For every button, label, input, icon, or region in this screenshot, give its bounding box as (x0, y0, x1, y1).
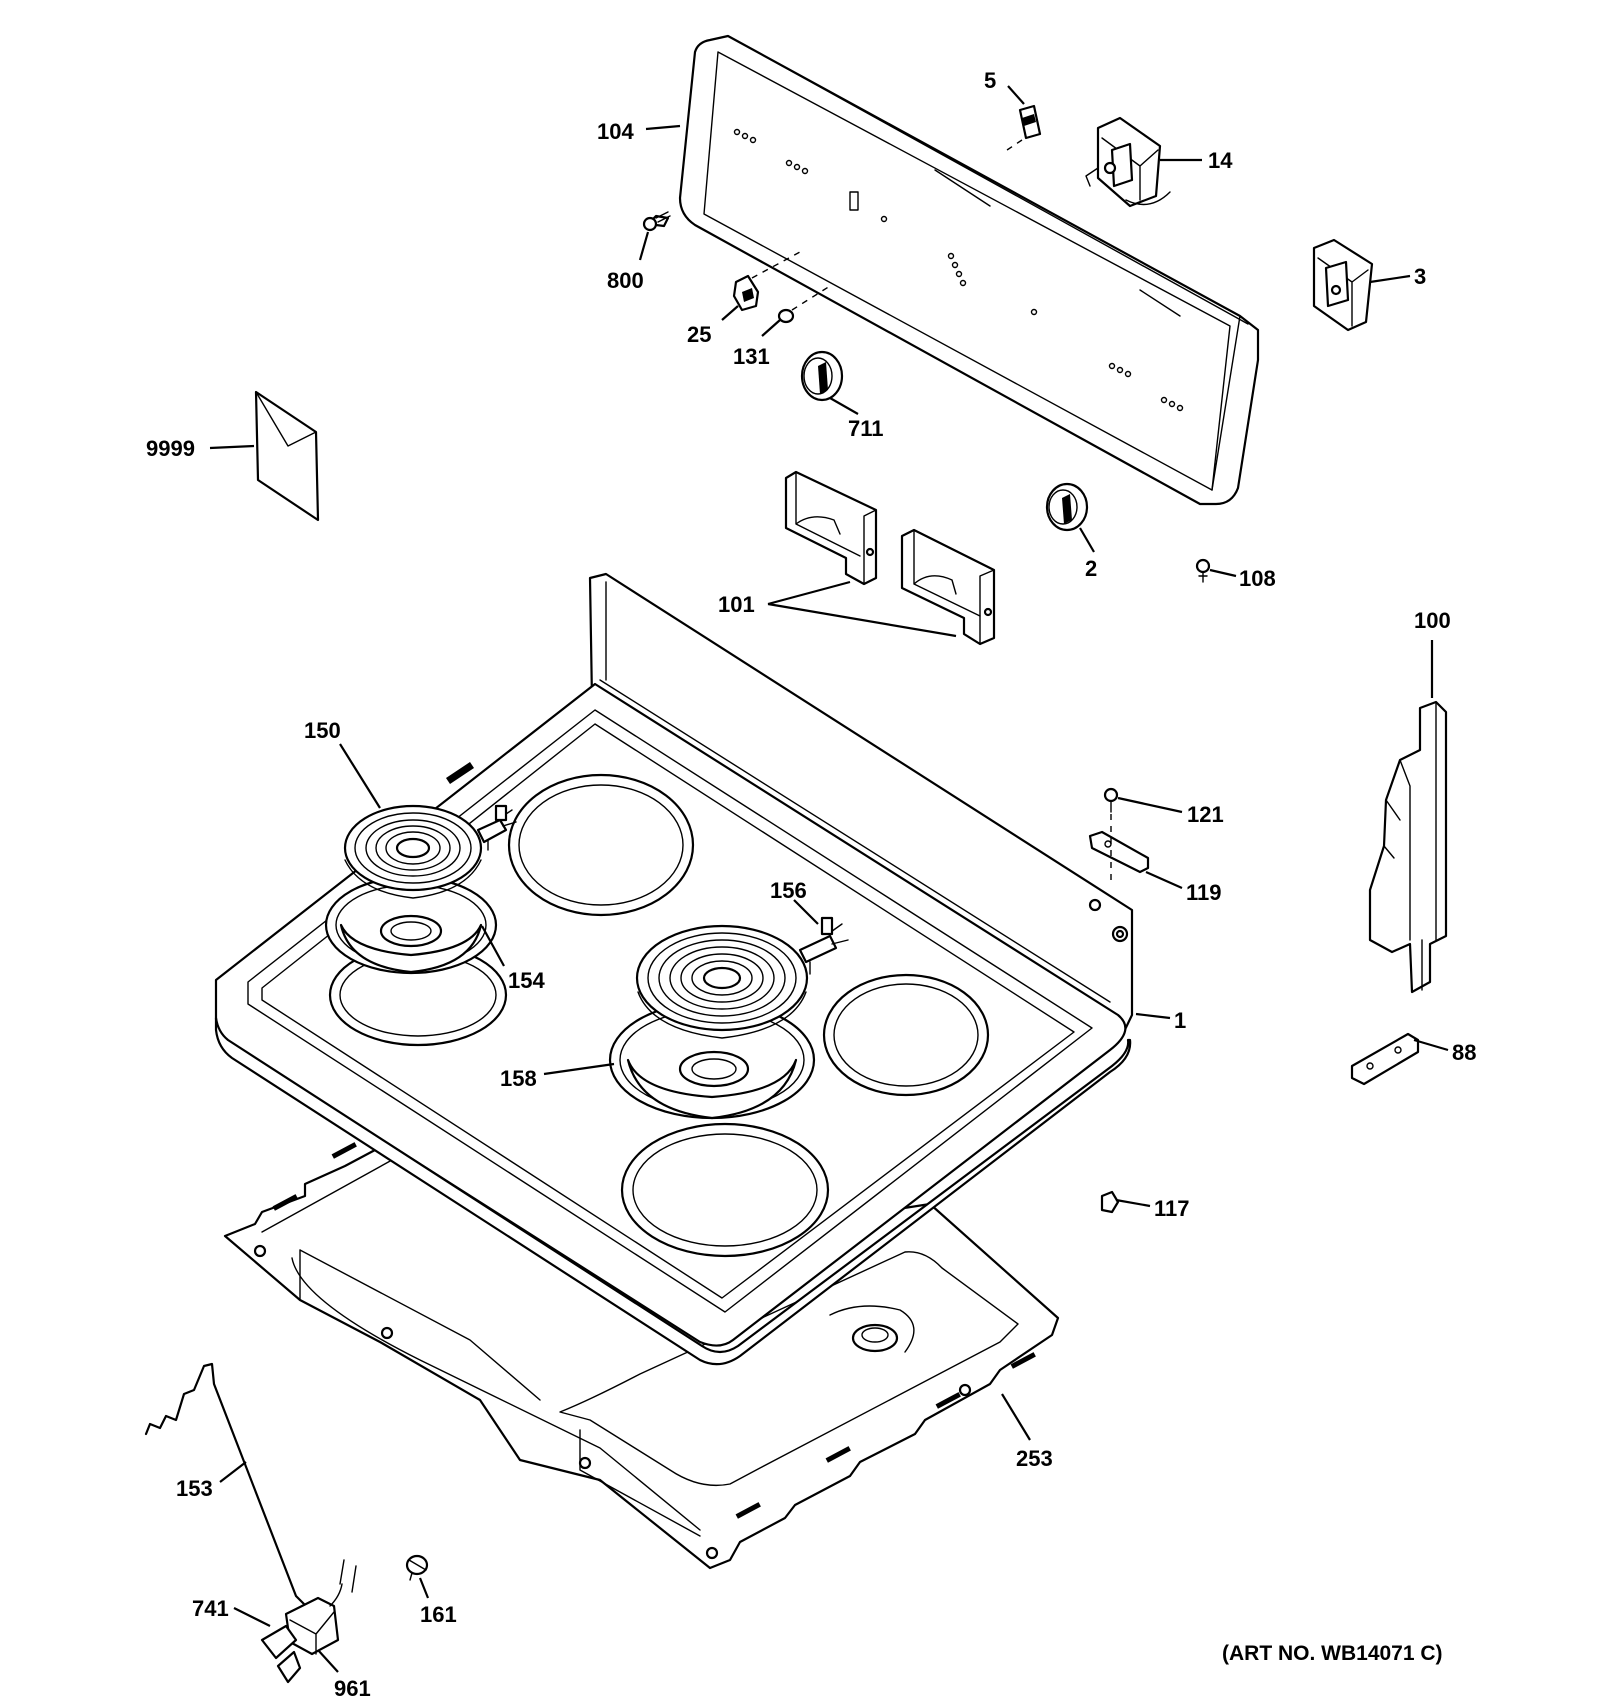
drip-bowl-small-part-154 (324, 875, 498, 975)
surface-element-small-part-150 (343, 804, 517, 899)
infinite-switch-part-14 (1085, 116, 1171, 208)
callout-25: 25 (687, 322, 711, 347)
callout-150: 150 (304, 718, 341, 743)
callout-1: 1 (1174, 1008, 1186, 1033)
drip-bowl-large-part-158 (608, 1000, 816, 1120)
infinite-switch-part-3 (1312, 238, 1374, 332)
art-number: (ART NO. WB14071 C) (1222, 1642, 1443, 1665)
lens-part-131 (777, 285, 831, 324)
bracket-part-119 (1088, 814, 1150, 880)
callout-741: 741 (192, 1596, 229, 1621)
literature-part-9999 (254, 390, 320, 522)
wire-part-153 (144, 1362, 314, 1612)
callout-711: 711 (848, 416, 884, 441)
callout-253: 253 (1016, 1446, 1053, 1471)
screw-part-108 (1195, 558, 1211, 583)
control-panel-part-104 (678, 34, 1260, 506)
callout-88: 88 (1452, 1040, 1476, 1065)
callout-154: 154 (508, 968, 545, 993)
callout-9999: 9999 (146, 436, 195, 461)
terminal-block-part-741 (260, 1559, 357, 1684)
side-trim-part-100 (1368, 700, 1448, 994)
panel-holes (733, 128, 1184, 412)
callout-101: 101 (718, 592, 755, 617)
knob-part-711 (800, 350, 844, 402)
callout-119: 119 (1186, 880, 1222, 905)
callout-800: 800 (607, 268, 644, 293)
callout-3: 3 (1414, 264, 1426, 289)
callout-2: 2 (1085, 556, 1097, 581)
callout-100: 100 (1414, 608, 1451, 633)
callout-156: 156 (770, 878, 807, 903)
callout-153: 153 (176, 1476, 213, 1501)
callout-117: 117 (1154, 1196, 1190, 1221)
switch-part-5 (1003, 104, 1042, 153)
callout-14: 14 (1208, 148, 1233, 173)
callout-961: 961 (334, 1676, 371, 1701)
indicator-light-part-25 (732, 251, 801, 312)
clip-part-117 (1100, 1190, 1120, 1214)
knob-part-2 (1045, 482, 1089, 532)
screw-part-121 (1103, 787, 1119, 813)
clip-part-161 (405, 1554, 429, 1581)
callout-104: 104 (597, 119, 634, 144)
bracket-right-part-101 (900, 528, 996, 646)
screw-part-800 (642, 211, 671, 232)
callout-158: 158 (500, 1066, 537, 1091)
leader-lines (209, 85, 1449, 1673)
callout-108: 108 (1239, 566, 1276, 591)
surface-element-large-part-156 (635, 916, 849, 1039)
callout-labels: 104 5 14 3 800 25 131 711 9999 2 108 101… (146, 68, 1476, 1701)
bracket-left-part-101 (784, 470, 878, 586)
bracket-part-88 (1350, 1032, 1420, 1086)
callout-131: 131 (733, 344, 770, 369)
callout-5: 5 (984, 68, 996, 93)
callout-161: 161 (420, 1602, 457, 1627)
callout-121: 121 (1187, 802, 1224, 827)
